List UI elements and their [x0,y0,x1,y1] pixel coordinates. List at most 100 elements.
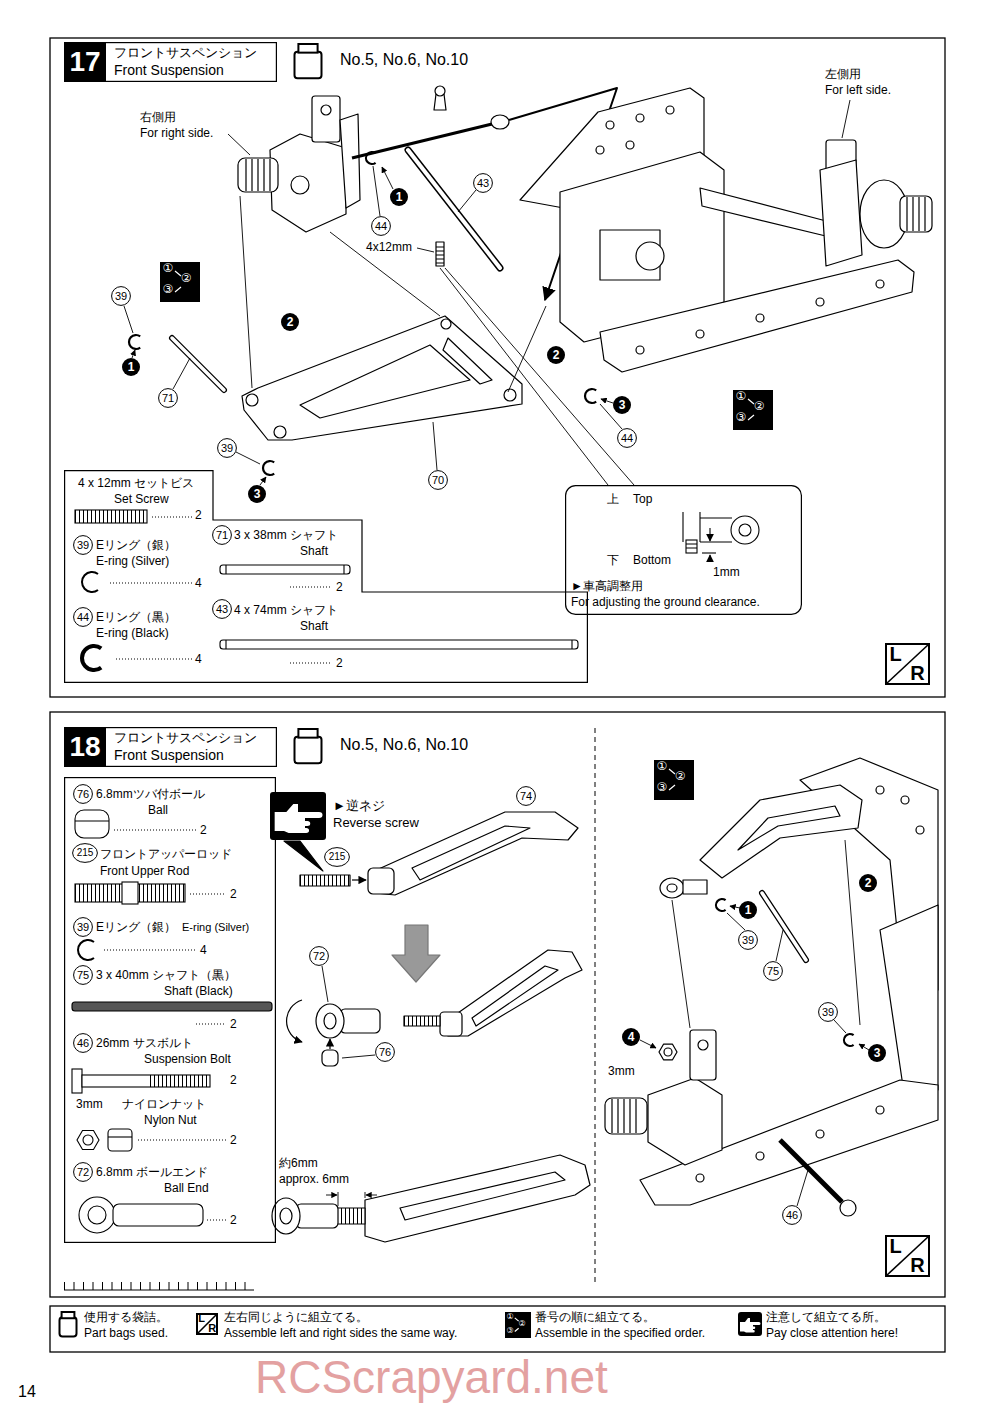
bag-number: No.5, No.6, No.10 [340,50,468,69]
upper-arm-assembly [337,1208,365,1224]
note-text: 使用する袋詰。 [84,1310,168,1324]
step-order-marker-outline [622,1028,640,1046]
part-text: Front Upper Rod [100,864,189,878]
parts-list-18-icons [108,1136,132,1137]
front-suspension-assembled [901,796,909,804]
upper-arm-assembly [322,1050,338,1066]
parts-list-17-icons [226,565,344,574]
lr-letter: L [890,1234,902,1258]
callout-number: 39 [73,535,93,555]
step-order-marker-outline [122,358,140,376]
callout-number: 43 [212,599,232,619]
upper-arm-assembly [287,1000,302,1042]
parts-list-18-icons [196,1023,226,1024]
order-digit: ② [675,770,686,784]
front-suspension-assembled [756,1152,764,1160]
leader-line [417,248,434,252]
upper-arm-assembly [365,1192,366,1198]
order-icon-outline [160,262,200,302]
front-suspension-assembled [916,826,924,834]
callout-number: 76 [375,1042,395,1062]
front-suspension-assembled [762,893,806,960]
callout-number: 44 [617,428,637,448]
part-text: 2 [230,1073,237,1087]
step-order-number: 3 [248,485,266,503]
step-order-marker: 4 [622,1028,640,1046]
parts-list-18-icons [88,1206,106,1224]
side-note: For left side. [825,83,891,97]
side-note: 左側用 [825,67,861,81]
step-order-marker-outline [547,346,565,364]
left-right-icon: LR [885,1235,930,1277]
step-order-marker-outline [859,874,877,892]
front-suspension-right [242,316,522,440]
front-suspension-assembled [762,893,806,960]
part-text: ナイロンナット [122,1097,206,1111]
upper-arm-assembly [296,1204,338,1228]
front-suspension-right [321,105,331,115]
lr-letter: R [208,1322,216,1335]
parts-list-box: 6.8mmツバ付ボールBall2フロントアッパーロッドFront Upper R… [64,777,276,1243]
chassis-left-side [696,330,704,338]
order-icon-outline [505,1312,531,1338]
front-suspension-assembled [605,1098,647,1134]
page-frame [50,38,945,1352]
dimension-label: 約6mm [279,1156,318,1170]
lr-letter: L [198,1312,205,1325]
parts-list-box: 4 x 12mm セットビスSet Screw2Eリング（銀）E-ring (S… [64,470,588,683]
callout-number: 75 [73,965,93,985]
part-text: 4 [200,943,207,957]
callout-number: 75 [73,965,93,985]
upper-arm-assembly [300,875,350,886]
callout-number: 44 [73,607,93,627]
callout-number: 39 [73,917,93,937]
part-text: For adjusting the ground clearance. [571,595,760,609]
part-text: Set Screw [114,492,169,506]
parts-list-18-icons [122,882,138,904]
front-suspension-assembled [840,1200,856,1216]
note-text: Pay close attention here! [766,1326,898,1340]
front-suspension-assembled [876,1106,884,1114]
front-suspension-right [270,134,346,232]
callout-number-outline [213,600,232,619]
front-suspension-right [263,461,274,475]
side-note: For right side. [140,126,213,140]
front-suspension-right [436,247,444,263]
step-order-marker: 2 [281,313,299,331]
part-text: Nylon Nut [144,1113,197,1127]
part-text: 2 [230,1133,237,1147]
callout-number: 215 [72,843,98,863]
front-suspension-right [238,158,278,192]
note-text: 左右同じように組立てる。 [224,1310,368,1324]
callout-number: 39 [217,438,237,458]
step-order-marker-outline [739,901,757,919]
callout-number-outline [74,1163,93,1182]
chassis-left-side [756,314,764,322]
step-header: 17フロントサスペンションFront Suspension [64,42,277,82]
chassis-left-side [520,88,932,372]
callout-number: 43 [212,599,232,619]
parts-list-18-icons [72,1069,82,1093]
callout-number-outline [739,931,758,950]
part-text: 2 [336,580,343,594]
front-suspension-right [246,159,270,191]
ground-clearance-detail [686,544,697,548]
part-text: 上 [607,492,619,506]
front-suspension-assembled [776,930,783,961]
parts-list-18-icons [83,1135,93,1145]
part-text: E-ring (Silver) [96,554,169,568]
parts-bag-icon-outline [295,737,322,764]
front-suspension-right [504,389,516,401]
upper-arm-assembly [340,1009,380,1033]
order-digit: ① [656,760,667,774]
page-frame [50,712,945,1297]
step-order-marker: 3 [868,1044,886,1062]
leader-line [508,306,546,392]
ground-clearance-detail [686,540,697,553]
callout-number-outline [74,608,93,627]
front-suspension-assembled [640,1040,656,1048]
front-suspension-assembled [640,840,869,1206]
callout-number: 39 [111,286,131,306]
upper-arm-assembly [404,1016,440,1026]
step-order-marker: 1 [122,358,140,376]
